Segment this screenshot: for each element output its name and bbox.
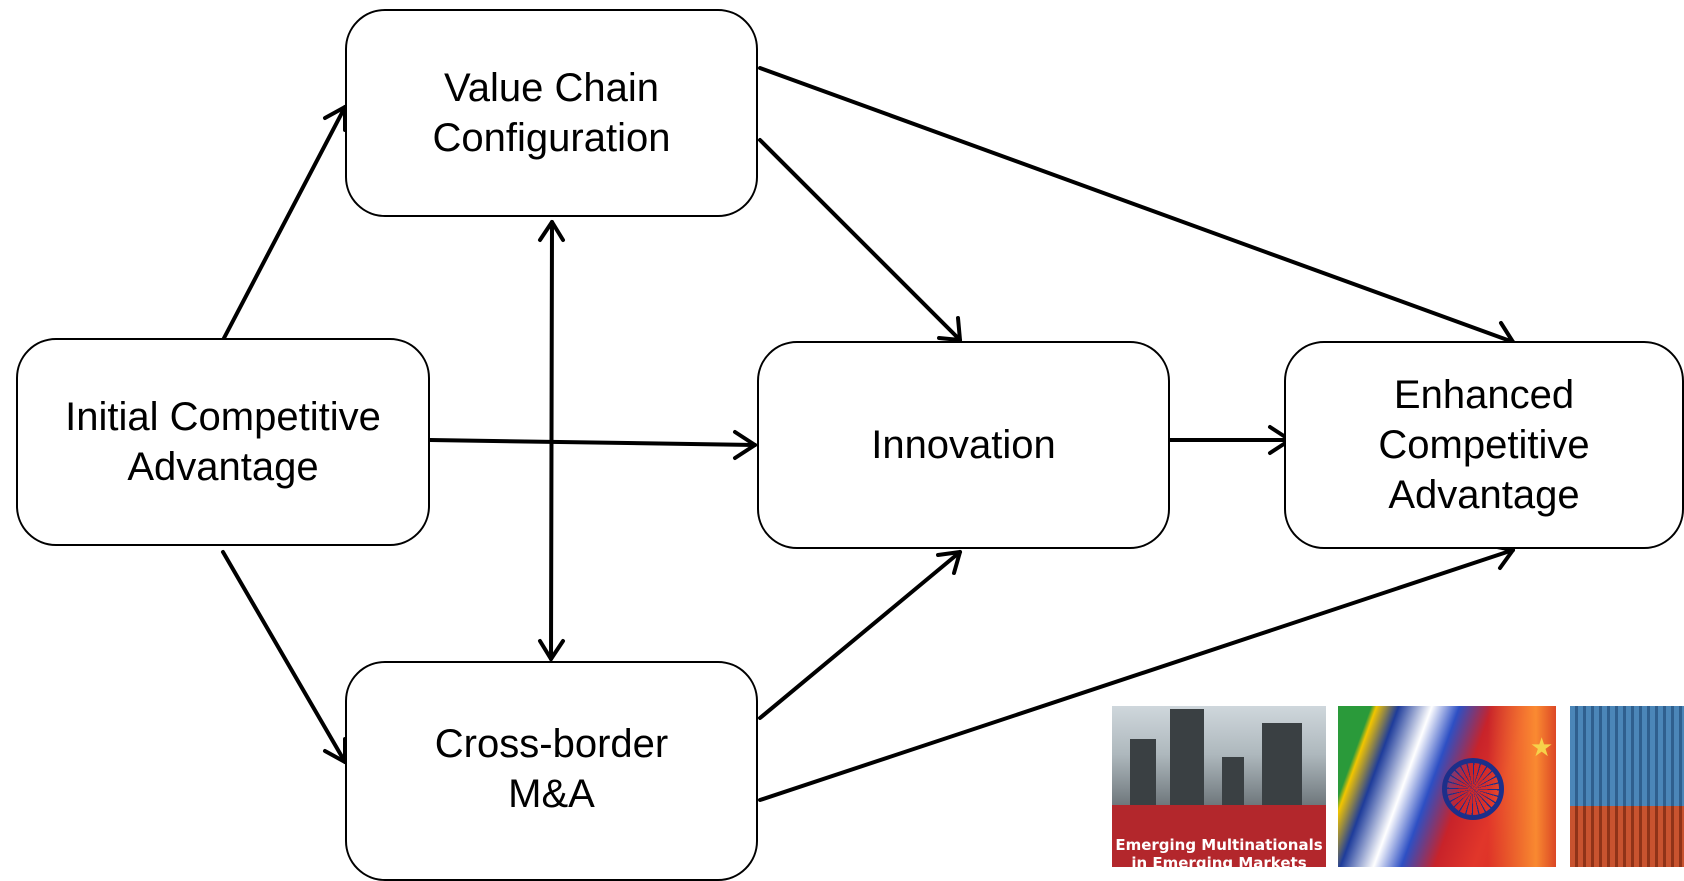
star-icon: ★ [1530, 732, 1554, 762]
node-innovation: Innovation [757, 341, 1170, 549]
node-label-initial: Initial Competitive Advantage [65, 395, 381, 489]
node-initial-competitive-advantage: Initial Competitive Advantage [16, 338, 430, 546]
book-cover-thumbnail[interactable]: Emerging Multinationals in Emerging Mark… [1112, 706, 1326, 867]
node-label-innovation: Innovation [871, 423, 1056, 467]
arrow-value-chain-to-innovation [758, 138, 962, 342]
arrow-mna-to-innovation [758, 550, 962, 720]
arrow-value-chain-to-enhanced [758, 66, 1515, 344]
arrowhead-mna-down [538, 639, 565, 661]
container-row [1570, 806, 1684, 867]
shipping-containers-thumbnail[interactable] [1570, 706, 1684, 867]
arrowhead-mna-to-innovation [936, 550, 962, 575]
arrowhead-initial-to-innovation [733, 430, 757, 460]
arrow-mna-to-enhanced [758, 548, 1515, 802]
ashoka-chakra-icon [1442, 758, 1504, 820]
flags-thumbnail[interactable]: ★ [1338, 706, 1556, 867]
arrowhead-value-chain-up [538, 220, 565, 242]
arrow-initial-to-mna [221, 550, 347, 764]
node-label-value-chain: Value Chain Configuration [432, 66, 671, 160]
node-value-chain-configuration: Value Chain Configuration [345, 9, 758, 217]
node-cross-border-mna: Cross-border M&A [345, 661, 758, 881]
node-label-enhanced: Enhanced Competitive Advantage [1378, 373, 1590, 517]
cover-title-band [1112, 805, 1326, 867]
node-enhanced-competitive-advantage: Enhanced Competitive Advantage [1284, 341, 1684, 549]
arrow-initial-to-value-chain [221, 105, 347, 342]
arrowhead-value-chain-to-innovation [937, 316, 962, 342]
node-label-mna: Cross-border M&A [434, 722, 669, 816]
arrow-value-chain-mna [549, 220, 554, 661]
book-cover-title: Emerging Multinationals in Emerging Mark… [1115, 836, 1323, 867]
arrow-initial-to-innovation [428, 438, 757, 447]
